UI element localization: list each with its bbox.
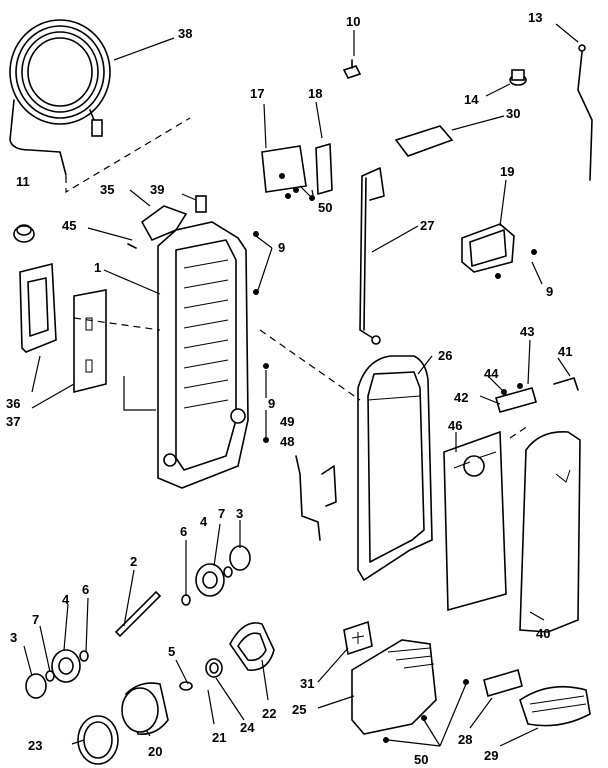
part-29-bumper bbox=[519, 685, 591, 727]
callout-11: 11 bbox=[16, 174, 30, 189]
part-17-18-bracket bbox=[261, 143, 333, 201]
part-27-wire-harness bbox=[359, 167, 385, 345]
callout-7b: 7 bbox=[32, 612, 39, 627]
part-14-bulb bbox=[509, 69, 527, 86]
callout-50a: 50 bbox=[318, 200, 332, 215]
callout-3a: 3 bbox=[236, 506, 243, 521]
part-35-handle-release bbox=[127, 195, 207, 249]
callout-40: 40 bbox=[536, 626, 550, 641]
callout-44: 44 bbox=[484, 366, 499, 381]
part-2-rod bbox=[114, 590, 162, 638]
part-10-clip bbox=[342, 59, 362, 79]
part-38-power-cord bbox=[9, 19, 111, 176]
part-40-bag-door bbox=[519, 431, 581, 633]
callout-46: 46 bbox=[448, 418, 462, 433]
assembly-lines bbox=[65, 117, 529, 439]
callout-9a: 9 bbox=[278, 240, 285, 255]
callout-22: 22 bbox=[262, 706, 276, 721]
part-11-cord-hook bbox=[13, 224, 35, 243]
part-30-lens bbox=[394, 125, 454, 157]
callout-31: 31 bbox=[300, 676, 314, 691]
part-48-49-brackets bbox=[295, 455, 337, 541]
callout-29: 29 bbox=[484, 748, 498, 763]
callout-18: 18 bbox=[308, 86, 322, 101]
callout-48: 48 bbox=[280, 434, 294, 449]
callout-45: 45 bbox=[62, 218, 76, 233]
callout-labels: 38 10 13 14 30 17 18 50 19 11 35 39 45 9… bbox=[6, 10, 572, 767]
screws-9 bbox=[253, 231, 269, 443]
callout-2: 2 bbox=[130, 554, 137, 569]
callout-4a: 4 bbox=[200, 514, 208, 529]
callout-43: 43 bbox=[520, 324, 534, 339]
callout-4b: 4 bbox=[62, 592, 70, 607]
leader-lines bbox=[23, 23, 579, 747]
callout-21: 21 bbox=[212, 730, 226, 745]
callout-19: 19 bbox=[500, 164, 514, 179]
callout-36: 36 bbox=[6, 396, 20, 411]
part-1-main-housing bbox=[157, 221, 249, 489]
part-25-nozzle bbox=[351, 639, 469, 743]
callout-1: 1 bbox=[94, 260, 101, 275]
callout-23: 23 bbox=[28, 738, 42, 753]
part-46-dust-bag bbox=[443, 430, 507, 612]
callout-9c: 9 bbox=[268, 396, 275, 411]
part-13-wire bbox=[577, 44, 593, 181]
part-20-motor bbox=[121, 682, 169, 736]
part-19-switch-housing bbox=[461, 223, 537, 279]
callout-27: 27 bbox=[420, 218, 434, 233]
callout-30: 30 bbox=[506, 106, 520, 121]
part-23-ring bbox=[77, 715, 119, 765]
callout-24: 24 bbox=[240, 720, 255, 735]
part-26-handle-frame bbox=[357, 355, 433, 582]
callout-35: 35 bbox=[100, 182, 114, 197]
part-41-44-latch bbox=[495, 377, 579, 413]
callout-26: 26 bbox=[438, 348, 452, 363]
callout-37: 37 bbox=[6, 414, 20, 429]
callout-50b: 50 bbox=[414, 752, 428, 767]
callout-38: 38 bbox=[178, 26, 192, 41]
callout-17: 17 bbox=[250, 86, 264, 101]
part-28-label bbox=[483, 668, 523, 698]
part-36-hose-holder bbox=[19, 262, 57, 353]
callout-13: 13 bbox=[528, 10, 542, 25]
callout-39: 39 bbox=[150, 182, 164, 197]
callout-10: 10 bbox=[346, 14, 360, 29]
part-31-label bbox=[343, 620, 373, 656]
wheel-group-left bbox=[25, 649, 89, 699]
part-22-belt bbox=[229, 622, 275, 671]
callout-42: 42 bbox=[454, 390, 468, 405]
callout-14: 14 bbox=[464, 92, 479, 107]
callout-41: 41 bbox=[558, 344, 572, 359]
callout-6a: 6 bbox=[180, 524, 187, 539]
callout-20: 20 bbox=[148, 744, 162, 759]
callout-7a: 7 bbox=[218, 506, 225, 521]
part-37-cover-plate bbox=[73, 289, 107, 394]
callout-5: 5 bbox=[168, 644, 175, 659]
callout-6b: 6 bbox=[82, 582, 89, 597]
callout-28: 28 bbox=[458, 732, 472, 747]
callout-3b: 3 bbox=[10, 630, 17, 645]
callout-9b: 9 bbox=[546, 284, 553, 299]
callout-49: 49 bbox=[280, 414, 294, 429]
parts-5-21-24 bbox=[179, 658, 223, 691]
callout-25: 25 bbox=[292, 702, 306, 717]
